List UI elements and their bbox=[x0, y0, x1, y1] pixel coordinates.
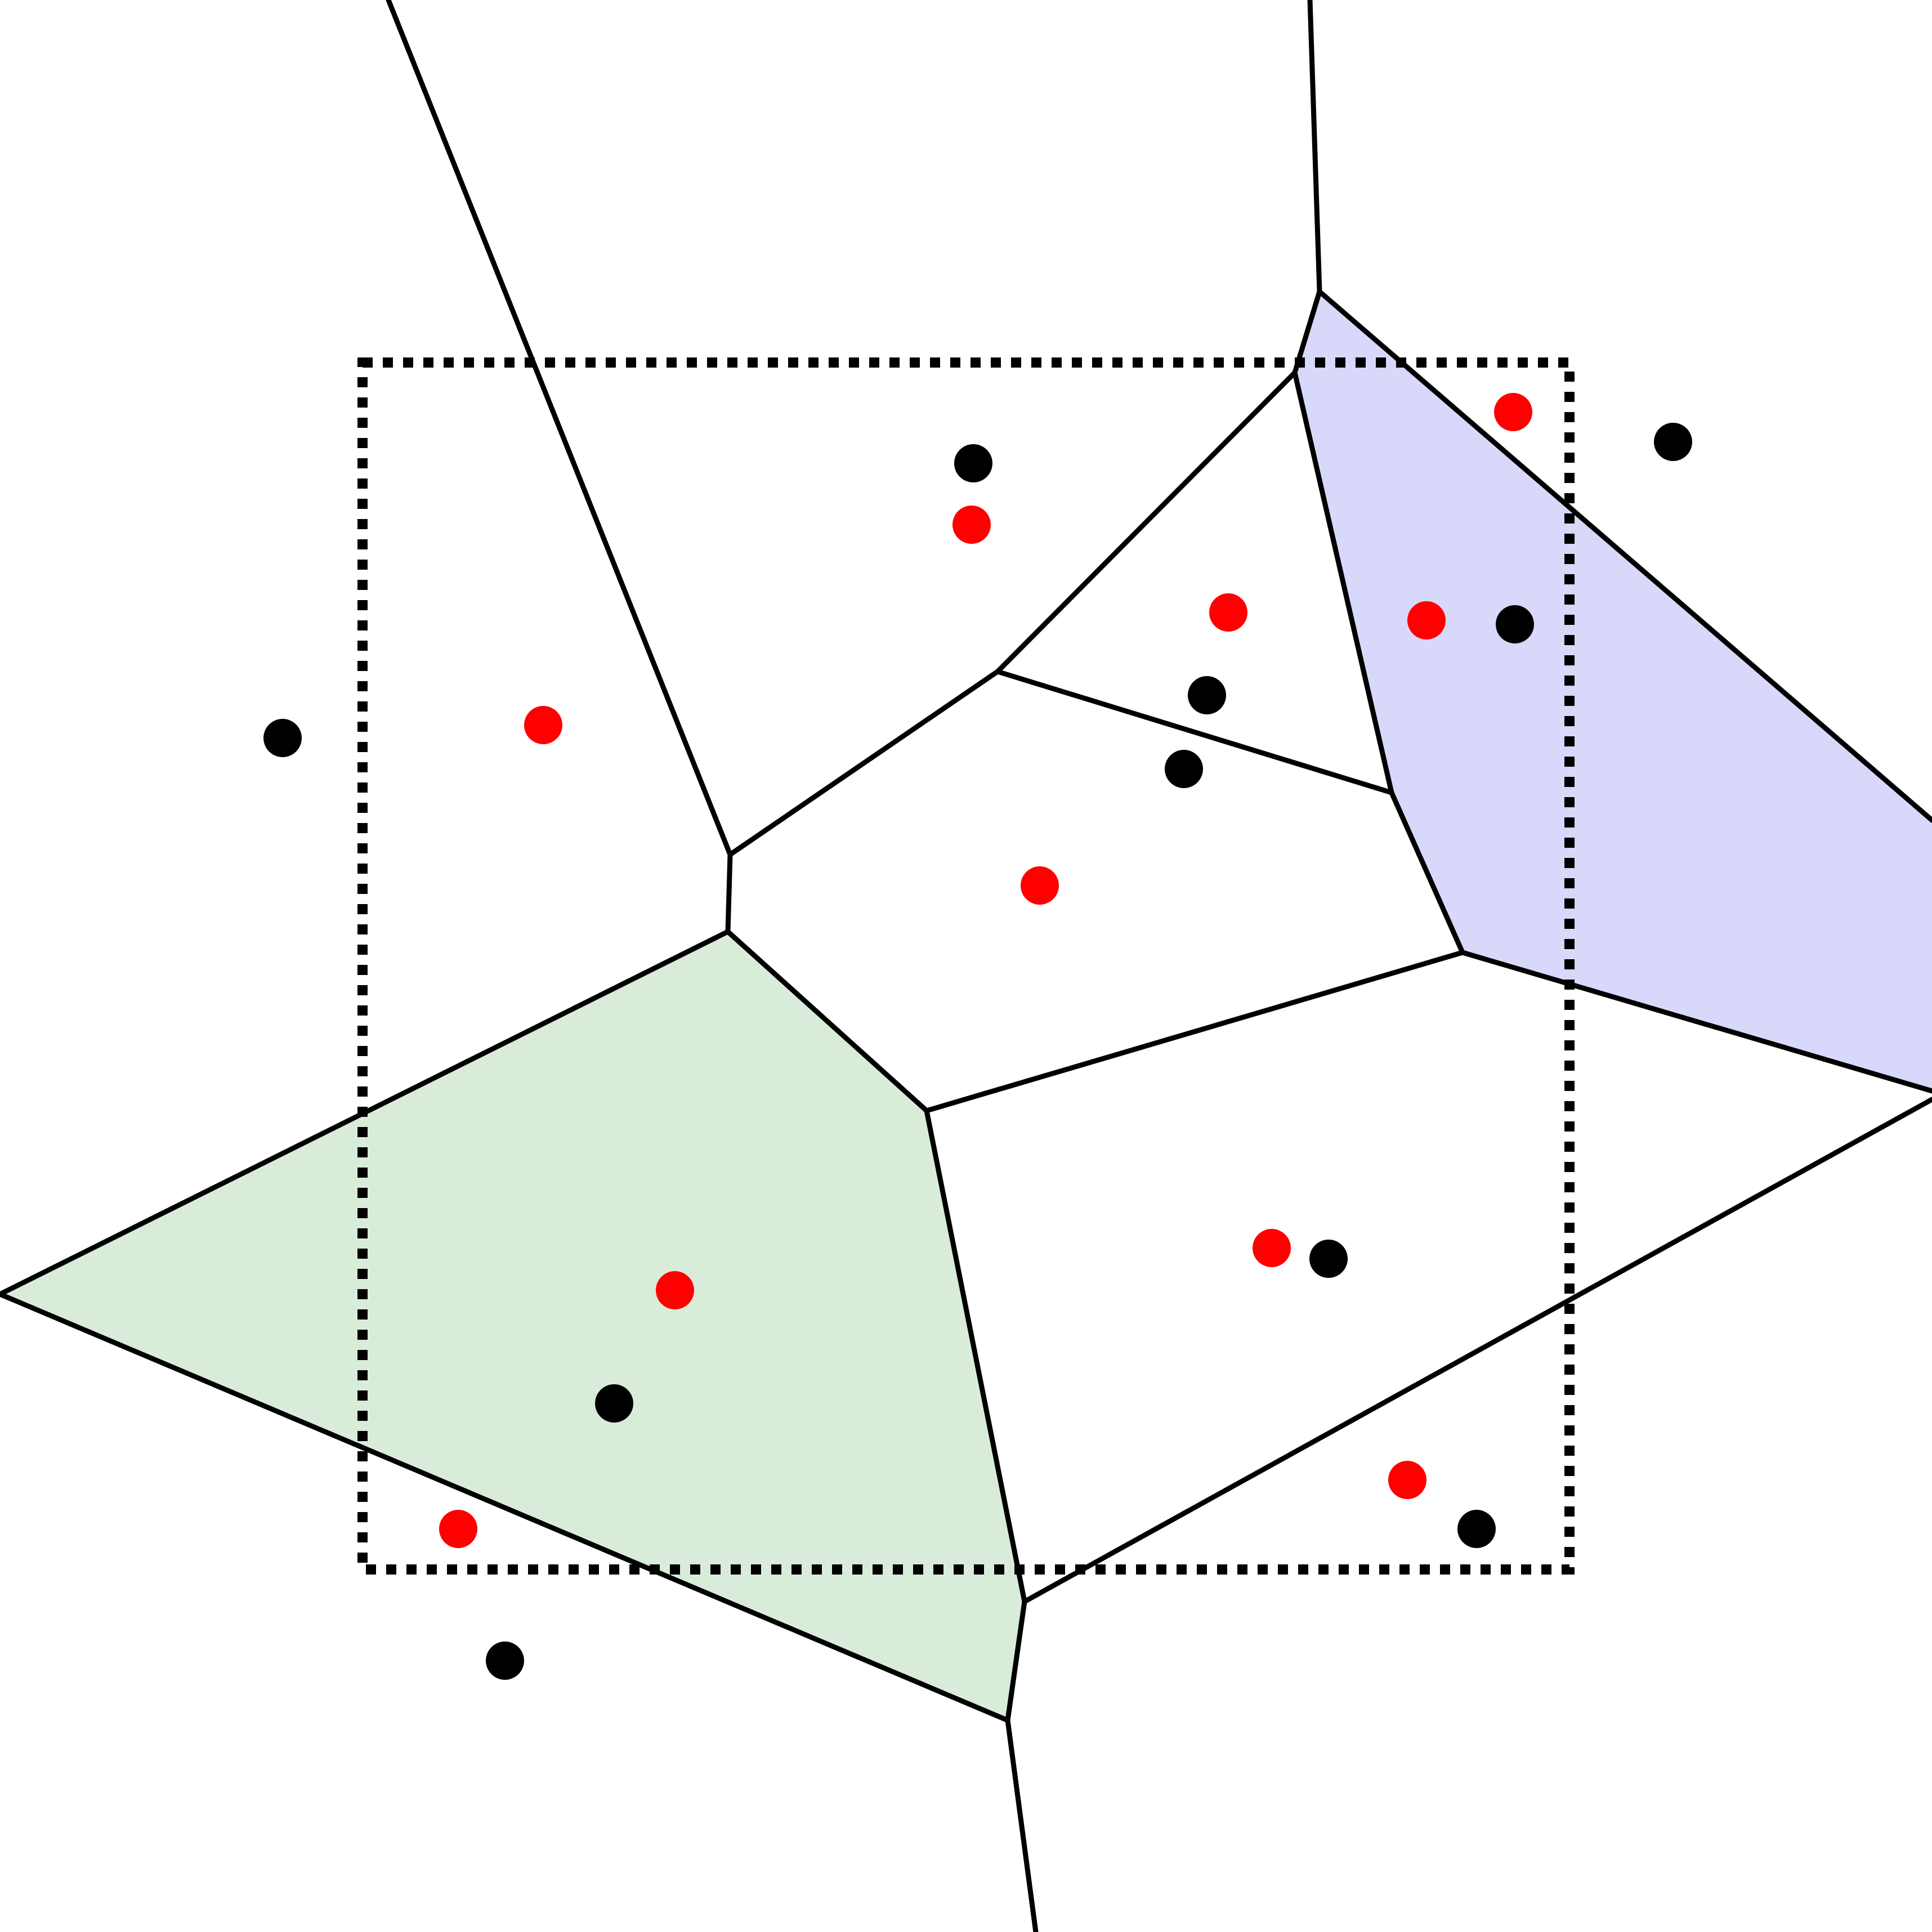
edge bbox=[1292, 289, 1322, 375]
black-site bbox=[1188, 676, 1226, 714]
red-site bbox=[1209, 593, 1247, 632]
edge bbox=[1460, 950, 1932, 1094]
green-cell bbox=[0, 932, 1025, 1720]
edge bbox=[924, 950, 1465, 1113]
red-site bbox=[1253, 1229, 1291, 1267]
red-site bbox=[1407, 601, 1446, 639]
edge bbox=[1022, 1097, 1932, 1604]
edge bbox=[995, 669, 1394, 795]
black-site bbox=[1165, 750, 1203, 788]
red-sites bbox=[439, 393, 1532, 1548]
black-site bbox=[595, 1384, 633, 1423]
red-site bbox=[439, 1510, 477, 1548]
black-site bbox=[1457, 1510, 1496, 1548]
red-site bbox=[524, 706, 562, 744]
black-site bbox=[1309, 1240, 1348, 1278]
dotted-bounding-box bbox=[357, 357, 1575, 1575]
red-site bbox=[1388, 1461, 1426, 1499]
black-site bbox=[1496, 605, 1534, 643]
edge bbox=[386, 0, 733, 857]
blue-cell bbox=[1295, 292, 1932, 1091]
edge bbox=[1005, 1599, 1027, 1723]
edge bbox=[1317, 289, 1932, 823]
red-site bbox=[1494, 393, 1532, 431]
black-site bbox=[1654, 423, 1692, 461]
black-site bbox=[954, 444, 992, 482]
edge bbox=[1292, 370, 1394, 795]
red-site bbox=[656, 1271, 694, 1309]
edge bbox=[995, 370, 1298, 674]
edge bbox=[924, 1108, 1027, 1604]
red-site bbox=[1021, 866, 1059, 905]
edge bbox=[725, 852, 733, 934]
edge bbox=[725, 929, 929, 1113]
black-sites bbox=[263, 423, 1692, 1680]
edge bbox=[1307, 0, 1322, 294]
edge bbox=[1389, 790, 1465, 955]
black-site bbox=[486, 1642, 524, 1680]
edge bbox=[1005, 1718, 1039, 1932]
red-site bbox=[952, 506, 991, 544]
edge bbox=[727, 669, 1000, 857]
edge bbox=[0, 1291, 1010, 1723]
black-site bbox=[263, 719, 302, 757]
edge bbox=[0, 929, 731, 1297]
